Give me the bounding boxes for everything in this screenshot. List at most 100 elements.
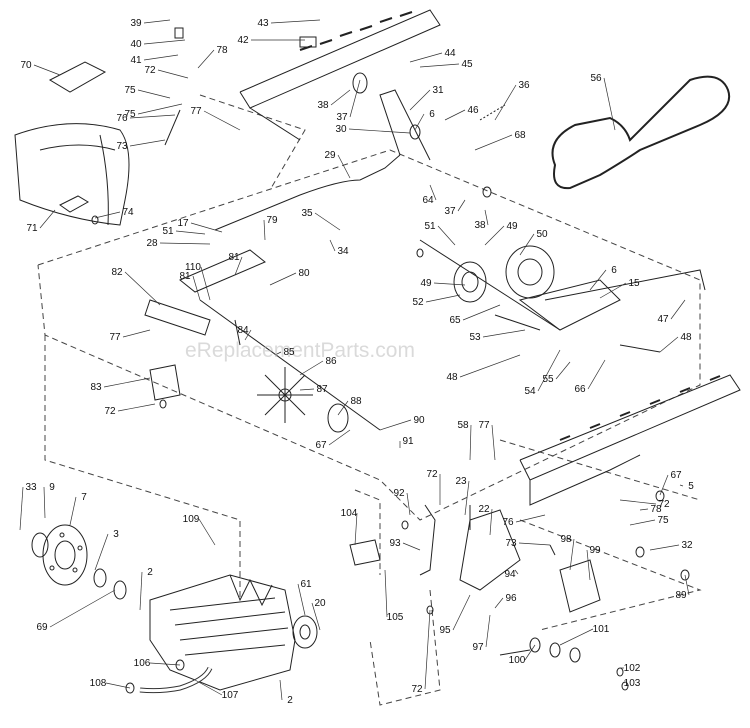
callout-number: 32 (681, 540, 693, 551)
callout-number: 74 (122, 207, 134, 218)
leader-line (157, 69, 189, 79)
fan-assembly (144, 249, 381, 433)
callout-number: 58 (457, 420, 469, 431)
transmission (149, 574, 318, 691)
leader-line (234, 256, 243, 276)
leader-line (464, 480, 470, 516)
brake-linkage (349, 504, 601, 613)
callout-number: 81 (228, 252, 240, 263)
callout-number: 103 (624, 678, 641, 689)
callout-number: 54 (524, 386, 536, 397)
leader-line (629, 519, 656, 526)
leader-line (330, 89, 351, 106)
callout-number: 67 (670, 470, 682, 481)
small-plate-part (59, 195, 89, 213)
callout-number: 77 (190, 106, 202, 117)
callout-number: 3 (113, 529, 119, 540)
leader-line (203, 110, 241, 131)
callout-number: 107 (222, 690, 239, 701)
callout-number: 28 (146, 238, 158, 249)
callout-number: 91 (402, 436, 414, 447)
leader-line (49, 589, 116, 628)
upper-frame-rail (239, 9, 441, 141)
hose-inner (139, 667, 212, 693)
callout-number: 2 (287, 695, 293, 706)
callout-number: 46 (467, 105, 479, 116)
callout-number: 76 (502, 517, 514, 528)
callout-number: 77 (109, 332, 121, 343)
callout-number: 51 (162, 226, 174, 237)
leader-line (402, 542, 421, 551)
lower-frame-rail (519, 374, 741, 506)
callout-number: 67 (315, 440, 327, 451)
callout-number: 76 (116, 113, 128, 124)
callout-number: 81 (179, 271, 191, 282)
leader-line (484, 225, 505, 246)
leader-line (586, 549, 591, 581)
leader-line (409, 89, 431, 111)
callout-number: 43 (257, 18, 269, 29)
callout-number: 79 (266, 215, 278, 226)
callout-number: 30 (335, 124, 347, 135)
callout-number: 2 (147, 567, 153, 578)
leader-line (444, 109, 466, 121)
callout-number: 17 (177, 218, 189, 229)
leader-line (494, 597, 504, 609)
callout-number: 86 (325, 356, 337, 367)
leader-line (299, 360, 324, 376)
leader-line (424, 609, 431, 690)
plate-part (48, 61, 107, 93)
leader-line (39, 209, 56, 229)
callout-number: 61 (300, 579, 312, 590)
callout-number: 80 (298, 268, 310, 279)
leader-line (469, 424, 472, 461)
callout-number: 100 (509, 655, 526, 666)
lift-arm (379, 89, 431, 161)
callout-number: 38 (474, 220, 486, 231)
leader-line (425, 294, 461, 303)
leader-line (433, 282, 466, 286)
callout-number: 6 (429, 109, 435, 120)
leader-line (589, 269, 607, 291)
leader-line (194, 679, 223, 696)
leader-line (587, 359, 606, 390)
leader-line (354, 512, 358, 546)
leader-line (482, 329, 526, 338)
callout-number: 99 (589, 545, 601, 556)
leader-line (94, 533, 109, 571)
callout-number: 109 (183, 514, 200, 525)
leader-line (406, 492, 411, 516)
callout-number: 78 (216, 45, 228, 56)
leader-line (429, 184, 437, 201)
callout-number: 9 (49, 482, 55, 493)
callout-number: 31 (432, 85, 444, 96)
callout-number: 35 (301, 208, 313, 219)
leader-line (599, 282, 627, 299)
callout-number: 5 (688, 481, 694, 492)
callout-number: 47 (657, 314, 669, 325)
leader-line (270, 19, 321, 24)
watermark-text: eReplacementParts.com (185, 339, 415, 362)
callout-number: 72 (426, 469, 438, 480)
callout-number: 72 (658, 499, 670, 510)
callout-number: 64 (422, 195, 434, 206)
callout-number: 87 (316, 384, 328, 395)
callout-number: 68 (514, 130, 526, 141)
leader-line (244, 329, 252, 341)
callout-number: 20 (314, 598, 326, 609)
callout-number: 49 (420, 278, 432, 289)
callout-number: 105 (387, 612, 404, 623)
leader-line (569, 538, 575, 571)
leader-line (414, 113, 425, 131)
leader-line (33, 64, 61, 76)
leader-line (649, 544, 680, 551)
callout-number: 56 (590, 73, 602, 84)
callout-number: 102 (624, 663, 641, 674)
callout-number: 93 (389, 538, 401, 549)
callout-number: 78 (650, 504, 662, 515)
leader-line (489, 508, 493, 536)
leader-line (137, 103, 183, 115)
dashed-boundaries (37, 94, 702, 706)
callout-number: 75 (657, 515, 669, 526)
